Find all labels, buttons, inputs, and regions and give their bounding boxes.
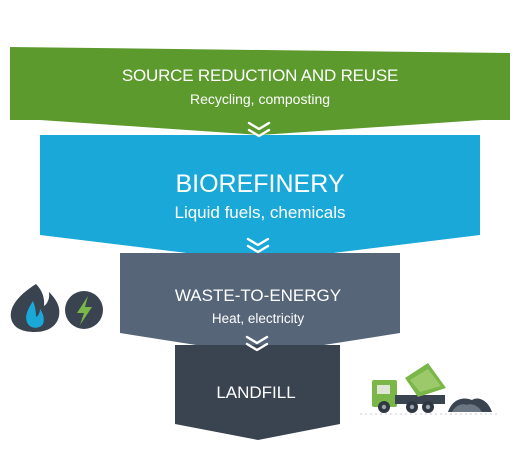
tier-source-reduction-shape — [10, 47, 510, 135]
tier-waste-to-energy-shape — [120, 253, 400, 355]
chevron-down-icon — [245, 335, 269, 352]
tier-subtitle: Recycling, composting — [189, 91, 331, 107]
tier-subtitle: Liquid fuels, chemicals — [174, 203, 346, 222]
lightning-bolt-icon — [65, 291, 103, 329]
tier-title: SOURCE REDUCTION AND REUSE — [121, 66, 399, 85]
tier-biorefinery-shape — [40, 135, 480, 262]
tier-title: BIOREFINERY — [175, 170, 345, 198]
dump-truck-icon — [360, 363, 500, 415]
chevron-down-icon — [247, 121, 271, 138]
tier-subtitle: Heat, electricity — [211, 311, 305, 326]
tier-landfill-shape — [175, 345, 340, 440]
chevron-down-icon — [246, 237, 270, 254]
tier-title: LANDFILL — [216, 383, 296, 402]
flame-icon — [10, 284, 60, 332]
tier-title: WASTE-TO-ENERGY — [174, 286, 342, 305]
